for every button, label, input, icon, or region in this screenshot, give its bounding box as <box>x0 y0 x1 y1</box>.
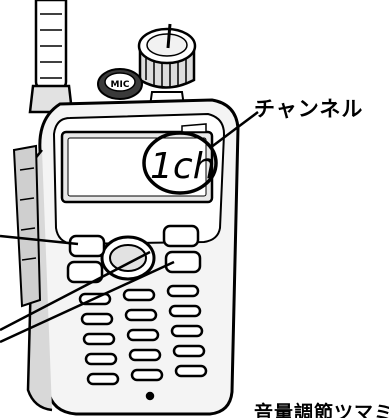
antenna <box>30 0 72 112</box>
volume-knob <box>139 24 195 106</box>
volume-knob-label: 音量調節ツマミ <box>254 398 389 418</box>
mic-label: MIC <box>111 80 130 90</box>
lcd-channel-text: 1ch <box>150 146 216 187</box>
channel-label: チャンネル <box>254 93 363 123</box>
